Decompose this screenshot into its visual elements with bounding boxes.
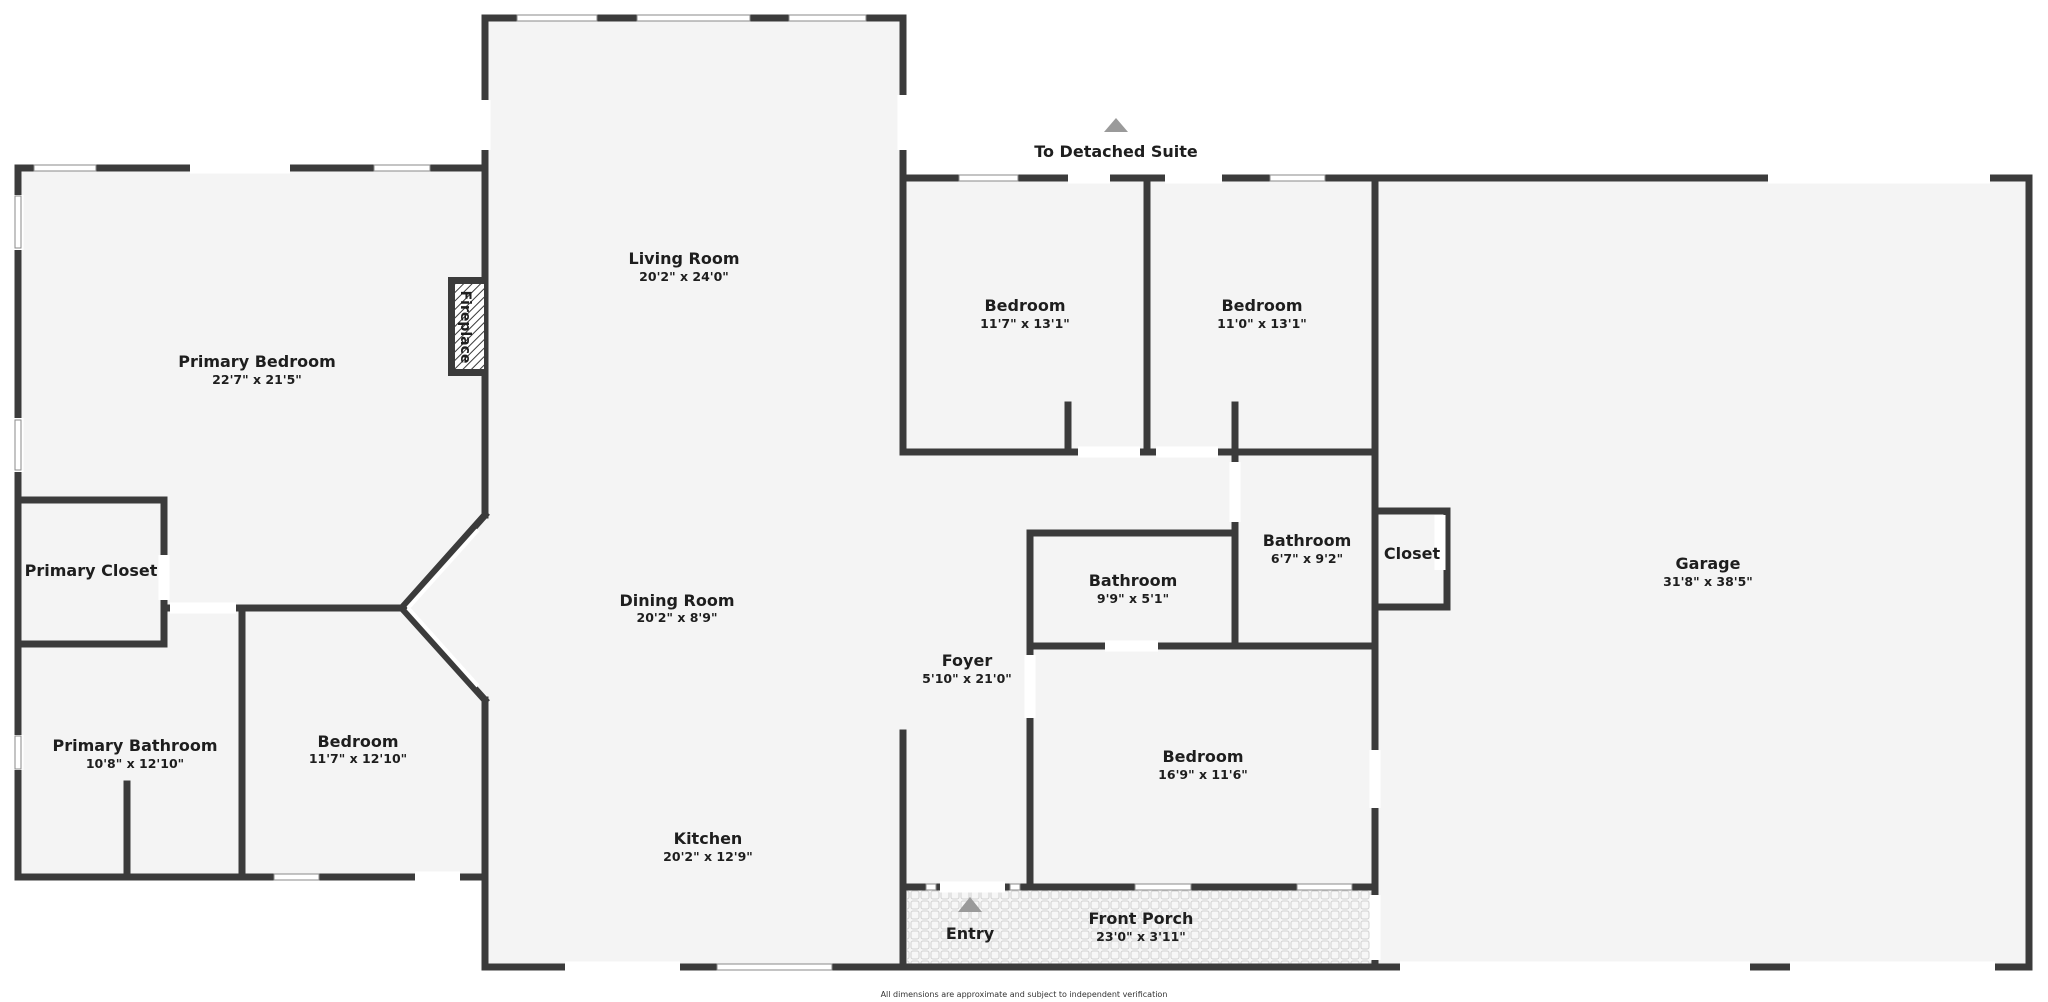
front-porch-floor bbox=[907, 887, 1375, 967]
room-dims-bedroom-north-2: 11'0" x 13'1" bbox=[1217, 316, 1307, 331]
fireplace-label: Fireplace bbox=[457, 291, 473, 364]
room-name-primary-closet: Primary Closet bbox=[25, 561, 158, 580]
room-dims-foyer: 5'10" x 21'0" bbox=[922, 671, 1012, 686]
room-dims-dining-room: 20'2" x 8'9" bbox=[637, 610, 718, 625]
room-dims-kitchen: 20'2" x 12'9" bbox=[663, 849, 753, 864]
detached-suite-arrow-icon bbox=[1104, 118, 1128, 132]
room-name-bathroom-hall: Bathroom bbox=[1089, 571, 1178, 590]
room-dims-garage: 31'8" x 38'5" bbox=[1663, 574, 1753, 589]
room-dims-bedroom-north-1: 11'7" x 13'1" bbox=[980, 316, 1070, 331]
room-dims-bathroom-hall: 9'9" x 5'1" bbox=[1097, 591, 1169, 606]
windows bbox=[14, 14, 1353, 971]
detached-suite-label: To Detached Suite bbox=[1034, 142, 1198, 161]
room-name-primary-bedroom: Primary Bedroom bbox=[178, 352, 336, 371]
room-dims-front-porch: 23'0" x 3'11" bbox=[1096, 929, 1186, 944]
room-name-dining-room: Dining Room bbox=[619, 591, 734, 610]
room-name-garage: Garage bbox=[1676, 554, 1741, 573]
room-name-bedroom-north-2: Bedroom bbox=[1221, 296, 1302, 315]
room-name-bedroom-sw: Bedroom bbox=[317, 732, 398, 751]
entry-label: Entry bbox=[946, 924, 995, 943]
room-name-foyer: Foyer bbox=[942, 651, 993, 670]
entry-arrow-icon bbox=[958, 897, 982, 912]
room-name-primary-bathroom: Primary Bathroom bbox=[52, 736, 217, 755]
room-dims-primary-bathroom: 10'8" x 12'10" bbox=[86, 756, 184, 771]
room-name-bathroom-east: Bathroom bbox=[1263, 531, 1352, 550]
room-name-living-room: Living Room bbox=[629, 249, 740, 268]
door-openings bbox=[12, 95, 1995, 973]
room-name-front-porch: Front Porch bbox=[1089, 909, 1194, 928]
floor-fills bbox=[18, 18, 2029, 968]
room-name-closet: Closet bbox=[1384, 544, 1441, 563]
room-dims-bathroom-east: 6'7" x 9'2" bbox=[1271, 551, 1343, 566]
disclaimer-note: All dimensions are approximate and subje… bbox=[881, 990, 1168, 999]
room-labels: Living Room 20'2" x 24'0" Primary Bedroo… bbox=[25, 142, 1753, 999]
room-name-kitchen: Kitchen bbox=[674, 829, 743, 848]
room-name-bedroom-south: Bedroom bbox=[1162, 747, 1243, 766]
room-dims-bedroom-sw: 11'7" x 12'10" bbox=[309, 751, 407, 766]
room-dims-primary-bedroom: 22'7" x 21'5" bbox=[212, 372, 302, 387]
room-name-bedroom-north-1: Bedroom bbox=[984, 296, 1065, 315]
room-dims-living-room: 20'2" x 24'0" bbox=[639, 269, 729, 284]
room-dims-bedroom-south: 16'9" x 11'6" bbox=[1158, 767, 1248, 782]
